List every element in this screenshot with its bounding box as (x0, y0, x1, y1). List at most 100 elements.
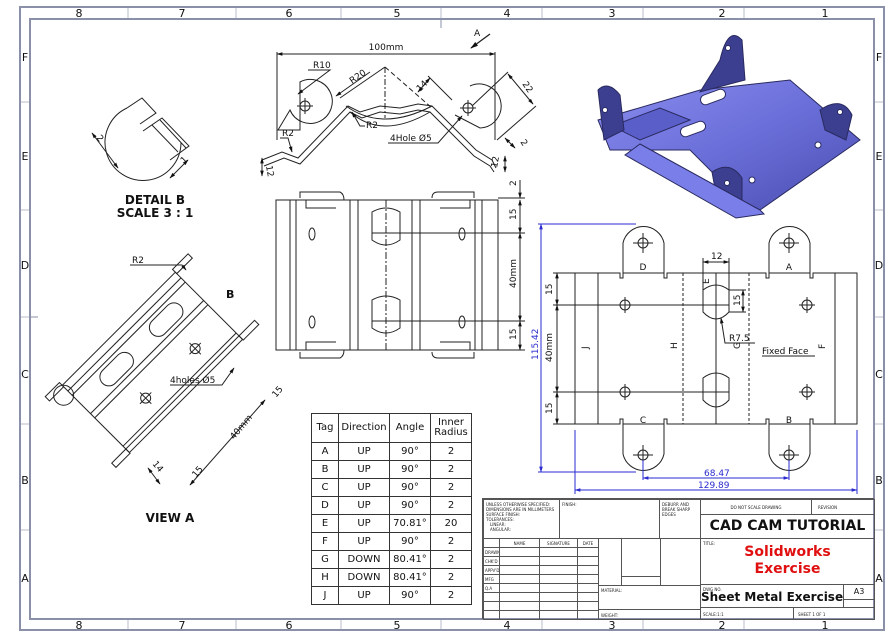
grid-cell (621, 538, 661, 577)
svg-text:B: B (21, 474, 29, 487)
svg-text:1: 1 (822, 619, 829, 632)
dim-2: 2 (518, 138, 529, 148)
flat-dim-12: 12 (711, 252, 722, 262)
tag-b: B (786, 416, 792, 426)
title-block: UNLESS OTHERWISE SPECIFIED: DIMENSIONS A… (482, 498, 875, 620)
detail-b-title: DETAIL B SCALE 3 : 1 (100, 194, 210, 220)
deburr-line-2: BREAK SHARP (662, 507, 691, 512)
grid-divider (577, 547, 578, 620)
grid-cell (483, 610, 500, 620)
top-view-labels: 100mm R10 R20 R2 R2 4Hole Ø5 14 22 2 12 … (263, 29, 534, 178)
tol-line-2: DIMENSIONS ARE IN MILLIMETERS (486, 507, 555, 512)
svg-text:D: D (875, 259, 883, 272)
deburr-cell: DEBURR AND BREAK SHARP EDGES (659, 499, 701, 539)
tolerances-note: UNLESS OTHERWISE SPECIFIED: DIMENSIONS A… (486, 502, 554, 532)
role-approved-label: APPV'D (485, 568, 500, 573)
svg-text:2: 2 (719, 7, 726, 20)
role-mfg-label: MFG (485, 577, 494, 582)
tol-line-5: LINEAR: (490, 522, 506, 527)
label-r10: R10 (313, 61, 331, 71)
deburr-line-3: EDGES (662, 512, 676, 517)
flat-dim-15-bottom: 15 (545, 403, 555, 414)
flat-pattern (553, 226, 858, 471)
grid-cell (598, 538, 622, 586)
col-inner-radius: Inner Radius (430, 413, 472, 443)
svg-text:A: A (875, 572, 883, 585)
tag-g: G (733, 342, 743, 349)
hole-note: 4Hole Ø5 (390, 133, 432, 144)
name-col-label: NAME (513, 541, 526, 546)
drawing-title-line1: Solidworks (744, 544, 831, 560)
detail-b-callout: B (226, 288, 234, 301)
front-dim-2: 2 (509, 180, 519, 186)
front-view (275, 180, 525, 359)
drawing-title-line2: Exercise (754, 561, 821, 577)
svg-text:D: D (21, 259, 29, 272)
col-angle: Angle (389, 413, 431, 443)
role-qa-label: Q.A (485, 586, 493, 591)
dwg-no-label: DWG NO. (703, 587, 722, 592)
flat-dim-15-top: 15 (545, 284, 555, 295)
svg-text:8: 8 (76, 7, 83, 20)
sheet-size: A3 (853, 587, 865, 596)
svg-text:8: 8 (76, 619, 83, 632)
grid-divider (539, 547, 540, 620)
flat-dim-40: 40mm (545, 333, 555, 362)
fixed-face-label: Fixed Face (762, 347, 809, 357)
svg-text:E: E (876, 150, 883, 163)
detail-b-dim-2: 2 (94, 134, 105, 145)
svg-text:4: 4 (504, 7, 511, 20)
view-a (44, 253, 260, 469)
col-direction: Direction (338, 413, 390, 443)
svg-text:1: 1 (822, 7, 829, 20)
deburr-note: DEBURR AND BREAK SHARP EDGES (662, 502, 690, 517)
grid-labels: 8 7 6 5 4 3 2 1 8 7 6 5 4 3 2 1 F E D C … (21, 7, 883, 632)
scale-cell: SCALE:1:1 (700, 607, 794, 620)
svg-text:6: 6 (286, 619, 293, 632)
svg-text:A: A (21, 572, 29, 585)
title-cell: TITLE: Solidworks Exercise (700, 538, 875, 585)
view-a-dims (130, 264, 266, 486)
tolerances-cell: UNLESS OTHERWISE SPECIFIED: DIMENSIONS A… (483, 499, 560, 539)
detail-b-dim-1: 1 (179, 155, 190, 166)
company-name: CAD CAM TUTORIAL (709, 518, 866, 534)
weight-label: WEIGHT: (601, 613, 619, 618)
finish-label: FINISH: (562, 502, 577, 507)
svg-text:7: 7 (179, 7, 186, 20)
tag-e: E (702, 278, 712, 284)
front-dim-15-bottom: 15 (509, 329, 519, 340)
view-a-dim-15a: 15 (271, 385, 286, 400)
bend-table-header: Tag Direction Angle Inner Radius (311, 413, 472, 443)
do-not-scale-cell: DO NOT SCALE DRAWING (700, 499, 812, 515)
top-view (260, 33, 537, 177)
sheet-label: SHEET 1 OF 1 (798, 612, 826, 617)
view-a-r2: R2 (132, 256, 144, 266)
title-label: TITLE: (703, 541, 716, 546)
signature-col-label: SIGNATURE (547, 541, 570, 546)
role-drawn-label: DRAWN (485, 550, 501, 555)
view-a-arrow-label: A (474, 29, 481, 39)
view-a-dim-15b: 15 (191, 465, 206, 480)
dim-100mm: 100mm (369, 43, 404, 53)
detail-b-title-text: DETAIL B (124, 193, 186, 207)
col-tag: Tag (311, 413, 339, 443)
flat-r75: R7.5 (729, 334, 750, 344)
front-dim-15-top: 15 (509, 209, 519, 220)
company-cell: CAD CAM TUTORIAL (700, 514, 875, 539)
tag-h: H (670, 342, 680, 349)
dim-22: 22 (520, 80, 535, 95)
svg-text:4: 4 (504, 619, 511, 632)
material-label: MATERIAL: (601, 588, 623, 593)
label-r2-center: R2 (366, 121, 378, 131)
svg-text:C: C (21, 368, 29, 381)
tag-j: J (581, 346, 591, 350)
scale-label: SCALE:1:1 (703, 612, 724, 617)
svg-text:2: 2 (719, 619, 726, 632)
tol-line-3: SURFACE FINISH: (486, 512, 520, 517)
size-cell: A3 (843, 584, 875, 600)
